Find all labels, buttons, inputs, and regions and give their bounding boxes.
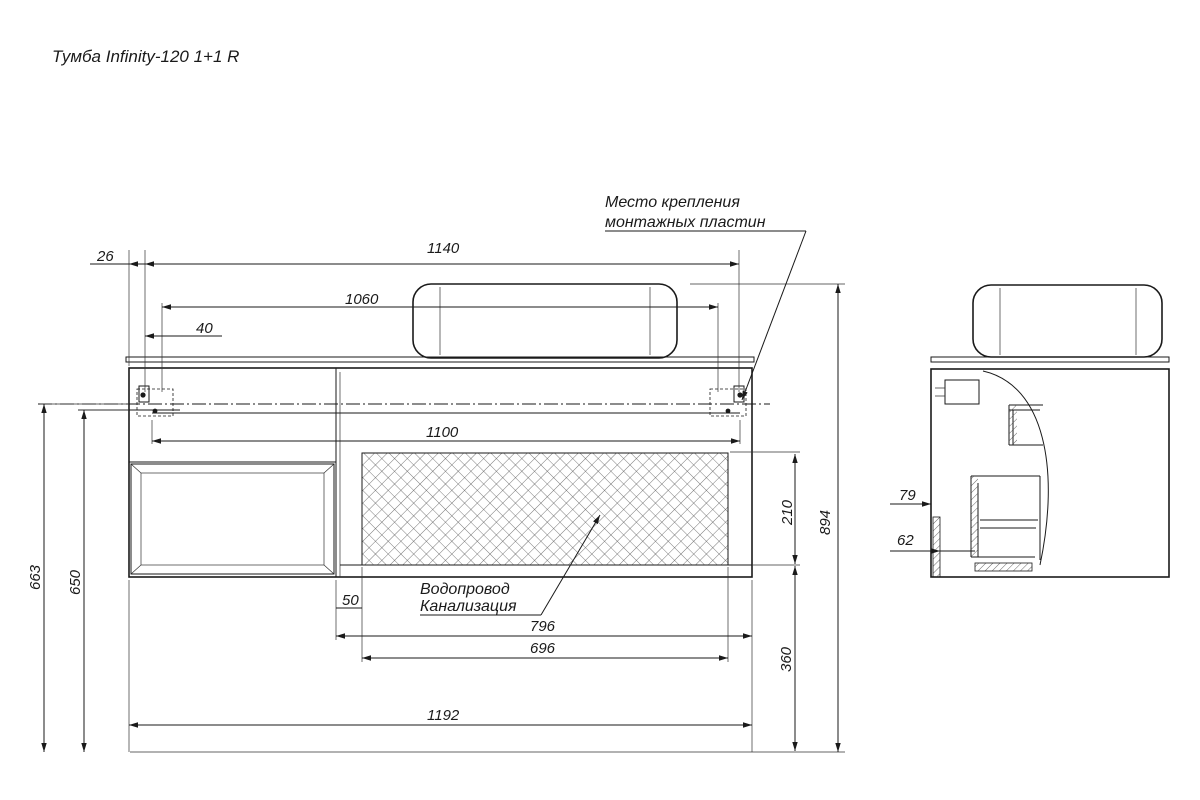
front-view <box>38 283 770 578</box>
vessel-basin <box>412 283 678 359</box>
dim-650: 650 <box>67 569 84 595</box>
note-sewer: Канализация <box>420 598 517 615</box>
annotations: Место крепления монтажных пластин Водопр… <box>420 194 807 616</box>
mounting-plate-right <box>709 385 747 417</box>
dim-894: 894 <box>817 510 834 535</box>
dim-210: 210 <box>779 499 796 526</box>
dim-663: 663 <box>27 564 44 590</box>
dim-79: 79 <box>899 487 916 504</box>
drawing-title: Тумба Infinity-120 1+1 R <box>52 47 239 66</box>
dimensions: 1140 26 1060 40 1100 210 894 663 650 50 … <box>27 240 940 753</box>
dim-1192: 1192 <box>427 707 460 724</box>
dim-26: 26 <box>96 248 114 265</box>
note-mounting-line1: Место крепления <box>605 194 740 211</box>
dim-360: 360 <box>778 646 795 672</box>
side-cabinet <box>930 368 1170 578</box>
dim-62: 62 <box>897 532 914 549</box>
cabinet-body <box>128 367 753 578</box>
dim-696: 696 <box>530 640 556 657</box>
dim-796: 796 <box>530 618 556 635</box>
dim-1060: 1060 <box>345 291 379 308</box>
dim-40: 40 <box>196 320 213 337</box>
dim-50: 50 <box>342 592 359 609</box>
note-water: Водопровод <box>420 581 510 598</box>
dim-1140: 1140 <box>427 240 460 257</box>
side-view <box>930 284 1170 578</box>
dim-1100: 1100 <box>426 424 459 441</box>
left-drawer-front <box>130 463 335 575</box>
plumbing-cutout <box>361 452 729 566</box>
note-mounting-line2: монтажных пластин <box>605 214 766 231</box>
side-basin <box>972 284 1163 358</box>
mounting-plate-left <box>136 385 174 417</box>
countertop <box>125 356 755 363</box>
